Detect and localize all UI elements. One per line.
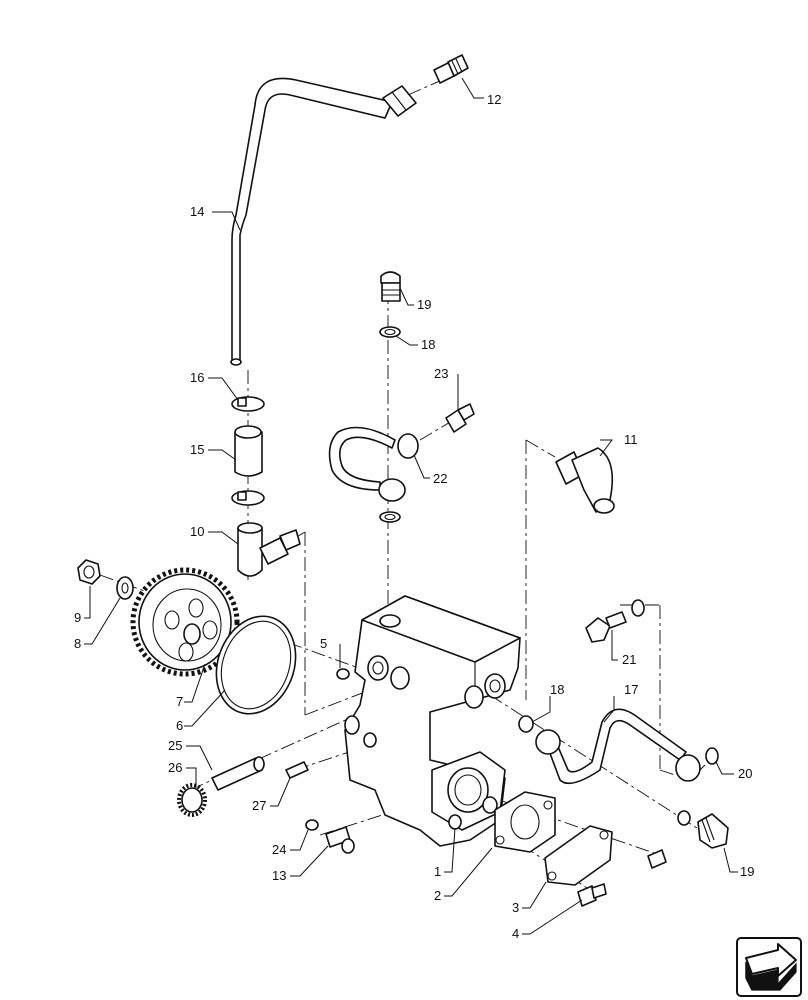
part-8-washer [116, 576, 134, 600]
callout-11: 11 [624, 432, 638, 447]
leader-lines [84, 77, 738, 935]
bolt-lower-right [647, 849, 667, 869]
part-18-washer-top [379, 326, 401, 338]
part-9-nut [77, 559, 101, 585]
callout-7: 7 [176, 694, 183, 709]
next-page-arrow-icon[interactable] [736, 937, 802, 997]
part-23-fitting [445, 403, 475, 433]
part-18-washer-right [631, 599, 645, 617]
callout-3: 3 [512, 900, 519, 915]
callout-8: 8 [74, 636, 81, 651]
part-17-fuel-line [518, 708, 701, 785]
part-18-washer-mid [379, 511, 401, 523]
part-4-bolt [577, 883, 607, 907]
callout-22: 22 [433, 471, 447, 486]
part-1-high-pressure-pump [344, 595, 521, 847]
part-19-banjo-bolt-lower [677, 810, 729, 849]
part-3-cover-plate [544, 825, 613, 886]
part-25-shaft [211, 756, 265, 791]
callout-24: 24 [272, 842, 286, 857]
part-11-elbow-fitting [555, 447, 615, 514]
part-22-pipe [328, 426, 419, 502]
callout-27: 27 [252, 798, 266, 813]
part-26-pinion [177, 783, 207, 817]
callout-4: 4 [512, 926, 519, 941]
callout-17: 17 [624, 682, 638, 697]
callout-20: 20 [738, 766, 752, 781]
callout-5: 5 [320, 636, 327, 651]
callout-9: 9 [74, 610, 81, 625]
part-14-fuel-pipe [230, 77, 417, 366]
part-20-washer [705, 747, 719, 765]
part-6-o-ring [215, 615, 297, 715]
callout-16: 16 [190, 370, 204, 385]
callout-12: 12 [487, 92, 501, 107]
callout-6: 6 [176, 718, 183, 733]
callout-25: 25 [168, 738, 182, 753]
callout-19-lower: 19 [740, 864, 754, 879]
callout-2: 2 [434, 888, 441, 903]
part-24-washer [305, 819, 319, 831]
part-19-banjo-bolt-top [380, 271, 401, 302]
part-7-drive-gear [130, 567, 240, 677]
callout-10: 10 [190, 524, 204, 539]
part-12-union-fitting [433, 54, 469, 84]
part-21-banjo-bolt [585, 611, 627, 643]
callout-18-right: 18 [550, 682, 564, 697]
callout-13: 13 [272, 868, 286, 883]
callout-21: 21 [622, 652, 636, 667]
part-16-hose-clamp-upper [231, 396, 265, 412]
part-15-hose [234, 425, 263, 477]
callout-18-top: 18 [421, 337, 435, 352]
callout-19-top: 19 [417, 297, 431, 312]
part-27-screw [285, 761, 309, 779]
part-13-bolt [325, 826, 355, 854]
callout-1: 1 [434, 864, 441, 879]
callout-14: 14 [190, 204, 204, 219]
callout-23: 23 [434, 366, 448, 381]
callout-15: 15 [190, 442, 204, 457]
part-2-gasket [494, 791, 556, 853]
callout-labels: 12 14 19 18 23 16 15 11 22 10 9 8 21 5 7… [74, 92, 754, 941]
part-10-elbow-fitting [237, 522, 301, 577]
callout-26: 26 [168, 760, 182, 775]
part-16-hose-clamp-lower [231, 490, 265, 506]
part-5-pin [336, 668, 350, 680]
